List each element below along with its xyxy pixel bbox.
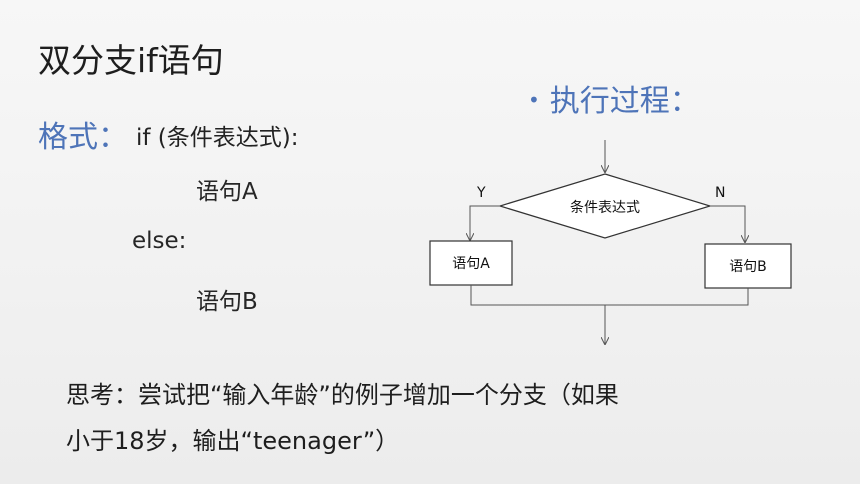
execution-heading-text: 执行过程： bbox=[549, 84, 700, 119]
code-else-line: else: bbox=[132, 228, 187, 254]
think-line-1: 思考：尝试把“输入年龄”的例子增加一个分支（如果 bbox=[66, 381, 619, 409]
no-label: N bbox=[715, 185, 725, 201]
code-statement-b: 语句B bbox=[196, 289, 258, 315]
think-line-2: 小于18岁，输出“teenager”） bbox=[66, 427, 400, 455]
code-if-line: if (条件表达式): bbox=[136, 125, 299, 151]
yes-branch-arrow bbox=[470, 205, 500, 240]
statement-b-box-text: 语句B bbox=[729, 259, 767, 275]
bullet-icon: • bbox=[528, 88, 540, 112]
execution-heading: • 执行过程： bbox=[528, 76, 700, 120]
statement-b-box bbox=[704, 243, 792, 289]
code-statement-a: 语句A bbox=[196, 179, 258, 205]
think-question: 思考：尝试把“输入年龄”的例子增加一个分支（如果 小于18岁，输出“teenag… bbox=[66, 372, 619, 464]
yes-label: Y bbox=[476, 185, 486, 201]
slide-title: 双分支if语句 bbox=[38, 41, 224, 80]
format-label: 格式： bbox=[38, 120, 128, 155]
condition-text: 条件表达式 bbox=[570, 199, 640, 216]
no-branch-arrow bbox=[710, 205, 745, 242]
statement-a-box-text: 语句A bbox=[452, 256, 490, 272]
merge-line bbox=[470, 285, 749, 306]
condition-diamond bbox=[497, 173, 713, 239]
